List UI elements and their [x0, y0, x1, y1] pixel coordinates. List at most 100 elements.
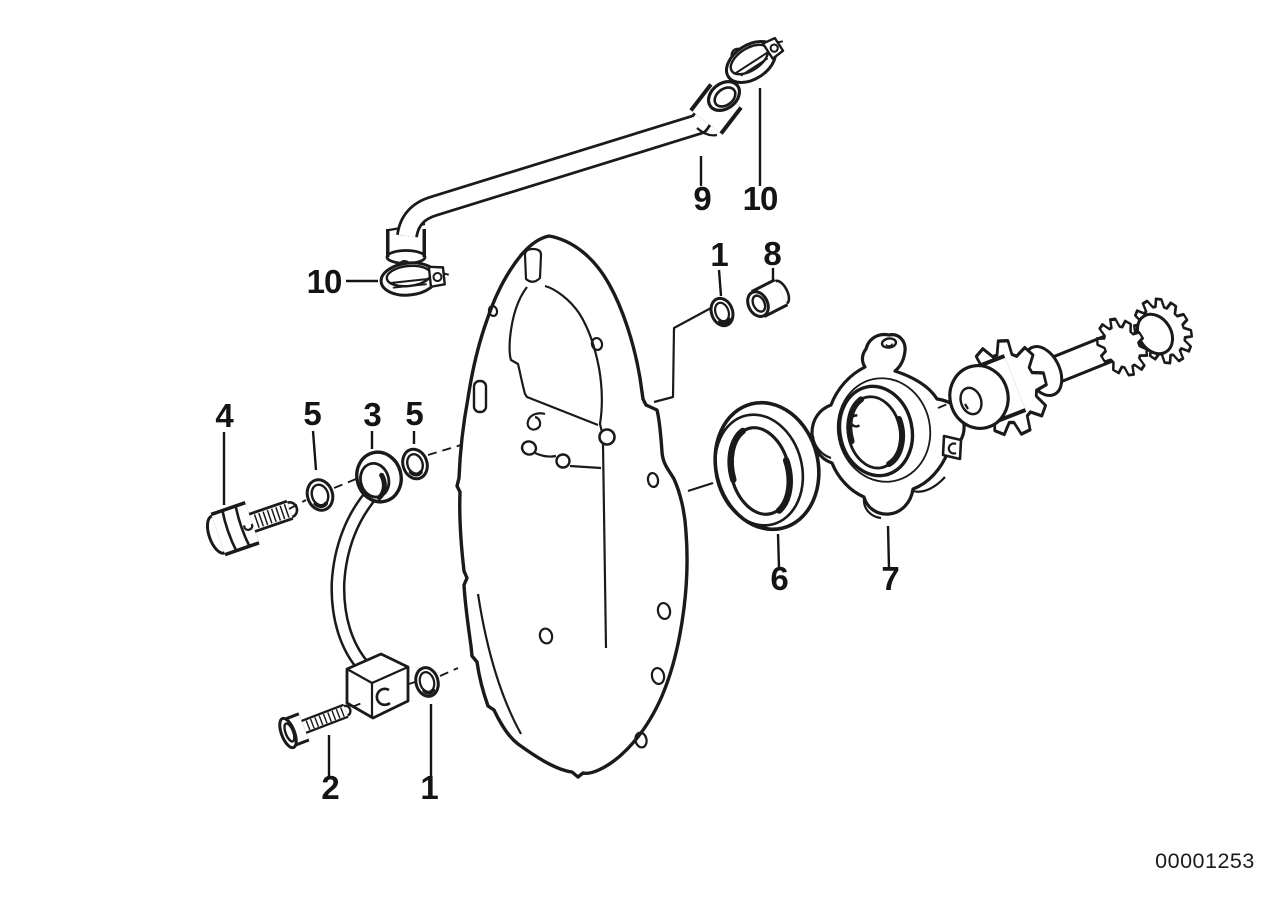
bore-c-mark [849, 414, 861, 428]
hub-face-tick [964, 403, 969, 410]
clamp-screw-head [432, 272, 443, 283]
seal-outer [713, 400, 821, 532]
leader-1-top [717, 269, 723, 297]
oil-pipe-tube-fill [332, 490, 376, 671]
seal-shadow-arc [727, 427, 747, 483]
flange-bore-outer [837, 384, 915, 478]
pipe-opening-inner [713, 86, 737, 108]
socket-bolt [278, 703, 352, 750]
washer-shadow [313, 501, 328, 509]
axis-dash [351, 702, 363, 708]
washer-shadow [408, 470, 423, 477]
callout-1-top: 1 [710, 236, 728, 273]
washer-1-bottom [414, 666, 440, 698]
shank-cross-hole [243, 523, 254, 531]
socket-recess [283, 722, 296, 743]
bolt-head-fill [211, 504, 259, 553]
washer-shadow [422, 688, 436, 695]
cover-hole [656, 601, 672, 621]
hub-face-recess [959, 386, 983, 416]
leader-7 [886, 525, 891, 569]
callout-5a: 5 [303, 395, 321, 432]
hex-facet [234, 504, 252, 548]
cover-boss-ring [598, 428, 616, 446]
banjo-bolt [205, 499, 299, 557]
seal-rim-line [761, 524, 774, 532]
axis-dash [333, 478, 357, 489]
flange-right-boss [941, 434, 963, 461]
drawing-number: 00001253 [1155, 849, 1255, 873]
hex-face-edge [205, 514, 225, 555]
flange-lobe-hole-detail [885, 343, 893, 347]
flange-boss-circle [836, 377, 932, 483]
cover-arch-right-lower [601, 443, 608, 649]
flange-depth-line [811, 435, 832, 460]
cover-hole [487, 304, 499, 318]
leader-seal [687, 481, 714, 493]
bore-shadow-arc [846, 396, 865, 445]
callout-6: 6 [770, 560, 788, 597]
bushing-opening-inner [751, 294, 767, 313]
oil-pipe-assembly [330, 450, 410, 720]
axis-dash [439, 667, 459, 677]
cover-hole [538, 627, 554, 645]
cover-hole [590, 336, 604, 352]
cover-left-slot [472, 379, 488, 414]
cover-casting-squiggle [526, 412, 546, 431]
callout-8: 8 [763, 235, 781, 272]
flange-right-boss-hole [947, 442, 957, 455]
cover-top-slot [523, 247, 543, 283]
clamp-screw-head [769, 43, 779, 53]
cover-ledge-line [569, 464, 602, 470]
clamp-slot [735, 51, 769, 75]
axis-dash [408, 681, 416, 685]
thread-hatches [305, 707, 345, 731]
bushing-8 [746, 278, 791, 318]
sealing-washer-5b [401, 447, 429, 481]
callout-10-left: 10 [307, 263, 342, 300]
clamp-slot [389, 277, 430, 285]
cover-casting-loop [520, 440, 538, 456]
cover-outline [455, 234, 689, 779]
pipe-end-joint [696, 127, 718, 137]
clamp-tab [730, 47, 741, 56]
clamp-slot [392, 283, 427, 289]
mounting-block [345, 652, 410, 720]
flange-lobe-hole [880, 337, 898, 349]
mounting-block-edges [346, 665, 409, 718]
bushing-back-rim [774, 279, 791, 305]
bolt-tip [343, 704, 352, 717]
leader-5a [311, 430, 318, 471]
clamp-screw-tip [777, 40, 784, 44]
pump-drive-shaft-assembly [948, 297, 1194, 437]
clamp-screw [427, 265, 446, 288]
callout-1-bottom: 1 [420, 769, 438, 806]
banjo-shadow-arc [376, 472, 387, 501]
washer-1-top [709, 296, 735, 328]
timing-cover [455, 234, 689, 779]
axis-dash [288, 499, 307, 510]
hose-clamp-left [379, 260, 450, 297]
cover-hole [634, 731, 648, 749]
oil-seal [713, 400, 821, 532]
washer-outer [401, 447, 429, 481]
block-hole [375, 687, 391, 707]
washer-shadow [718, 317, 731, 325]
cover-arch-left [508, 286, 599, 427]
cover-small-ring [555, 453, 571, 469]
axis-dash [427, 444, 462, 456]
cover-hole [646, 471, 660, 489]
cover-inner-flange-line [476, 593, 522, 735]
callout-9: 9 [693, 180, 711, 217]
callout-leaders [222, 88, 891, 777]
bolt-tip [287, 501, 299, 519]
callout-2: 2 [321, 769, 339, 806]
seal-face [713, 413, 805, 527]
cover-casting-link [534, 451, 557, 458]
breather-pipe [385, 80, 743, 265]
seal-shadow-arc [775, 457, 793, 514]
sealing-washer-5a [305, 478, 335, 512]
thread-hatches [253, 504, 290, 529]
